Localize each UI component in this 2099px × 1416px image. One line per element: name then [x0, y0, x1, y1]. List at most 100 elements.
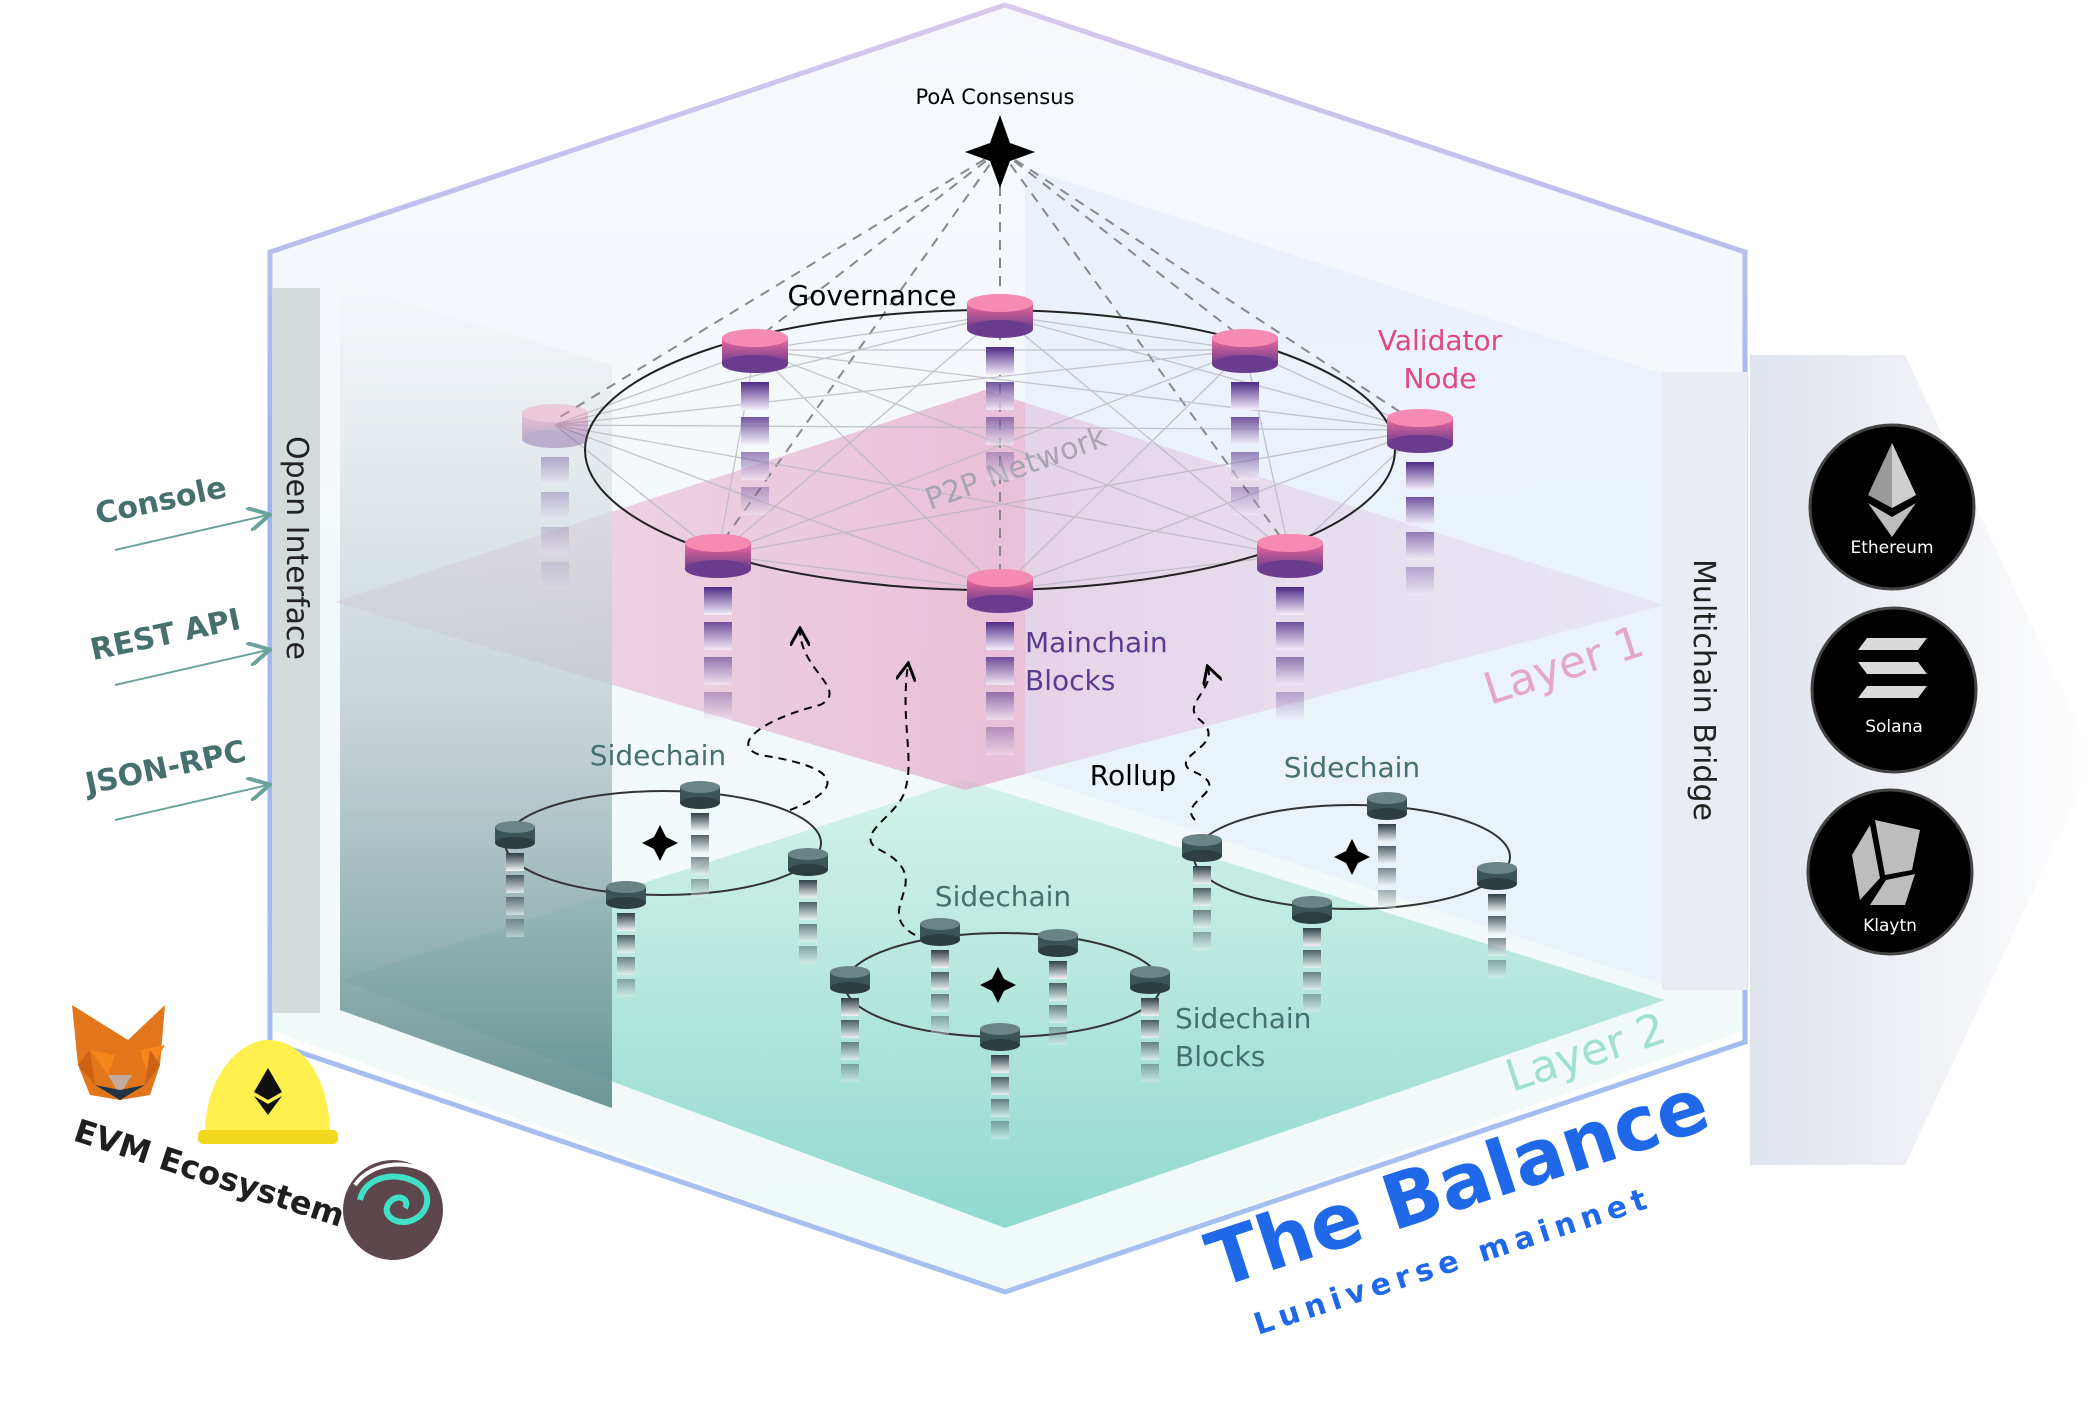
mainchain-block — [741, 487, 769, 515]
mainchain-block — [1406, 462, 1434, 490]
mainchain-block — [1231, 382, 1259, 410]
sidechain-block — [1049, 983, 1067, 1001]
sidechain-blocks-label-1: Sidechain — [1175, 1002, 1311, 1035]
bridge-klaytn[interactable]: Klaytn — [1806, 788, 1974, 956]
mainchain-block — [986, 382, 1014, 410]
sidechain-block — [931, 950, 949, 968]
sidechain-left-label: Sidechain — [590, 739, 726, 772]
bridge-ethereum[interactable]: Ethereum — [1808, 423, 1976, 591]
sidechain-block — [691, 835, 709, 853]
mainchain-block — [986, 622, 1014, 650]
sidechain-node — [1038, 929, 1078, 1045]
mainchain-block — [1406, 567, 1434, 595]
sidechain-block — [1141, 1064, 1159, 1082]
sidechain-block — [506, 919, 524, 937]
multichain-bridge-bar — [1662, 372, 1747, 990]
sidechain-block — [1488, 938, 1506, 956]
mainchain-blocks-label-2: Blocks — [1025, 664, 1115, 697]
interface-json-rpc[interactable]: JSON-RPC — [80, 734, 268, 821]
mainchain-block — [1276, 657, 1304, 685]
sidechain-block — [1193, 932, 1211, 950]
sidechain-right-label: Sidechain — [1284, 751, 1420, 784]
sidechain-node — [606, 881, 646, 997]
sidechain-node — [1182, 834, 1222, 950]
mainchain-block — [1276, 692, 1304, 720]
validator-node — [967, 569, 1033, 755]
sidechain-block — [1303, 928, 1321, 946]
sidechain-block — [841, 1042, 859, 1060]
sidechain-block — [1049, 1027, 1067, 1045]
sidechain-block — [1378, 890, 1396, 908]
mainchain-block — [704, 692, 732, 720]
sidechain-block — [931, 994, 949, 1012]
sidechain-block — [841, 1064, 859, 1082]
sidechain-block — [617, 913, 635, 931]
mainchain-block — [1231, 417, 1259, 445]
mainchain-block — [1276, 622, 1304, 650]
sidechain-block — [1488, 894, 1506, 912]
sidechain-block — [991, 1099, 1009, 1117]
validator-node — [1212, 329, 1278, 515]
sidechain-block — [1303, 972, 1321, 990]
sidechain-block — [691, 879, 709, 897]
sidechain-block — [1141, 998, 1159, 1016]
mainchain-block — [986, 417, 1014, 445]
sidechain-node — [980, 1023, 1020, 1139]
validator-node-label-2: Node — [1403, 362, 1476, 395]
truffle-icon — [343, 1160, 443, 1260]
interface-rest-api[interactable]: REST API — [87, 602, 268, 686]
mainchain-block — [1406, 497, 1434, 525]
svg-text:Klaytn: Klaytn — [1863, 916, 1917, 936]
sidechain-consensus-star-icon — [1334, 839, 1370, 875]
svg-text:Solana: Solana — [1865, 717, 1923, 737]
sidechain-ring — [495, 781, 828, 997]
solana-icon — [1858, 638, 1927, 698]
sidechain-block — [1378, 824, 1396, 842]
sidechain-center-label: Sidechain — [935, 880, 1071, 913]
validator-node — [522, 404, 588, 590]
mainchain-blocks-label-1: Mainchain — [1025, 626, 1168, 659]
mainchain-block — [541, 527, 569, 555]
sidechain-node — [920, 918, 960, 1034]
sidechains — [495, 781, 1517, 1139]
svg-text:JSON-RPC: JSON-RPC — [80, 734, 249, 803]
interface-console[interactable]: Console — [92, 470, 268, 551]
validator-node — [685, 534, 751, 720]
sidechain-block — [1193, 910, 1211, 928]
open-interface-bar — [272, 288, 320, 1013]
bridge-solana[interactable]: Solana — [1810, 606, 1978, 774]
sidechain-block — [1049, 1005, 1067, 1023]
sidechain-node — [1477, 862, 1517, 978]
mainchain-block — [741, 452, 769, 480]
open-interface-label: Open Interface — [279, 436, 314, 660]
validator-node-label-1: Validator — [1378, 324, 1503, 357]
sidechain-block — [1378, 846, 1396, 864]
sidechain-block — [617, 979, 635, 997]
hardhat-icon — [198, 1040, 338, 1144]
mainchain-block — [986, 727, 1014, 755]
sidechain-block — [841, 998, 859, 1016]
mainchain-block — [986, 347, 1014, 375]
sidechain-consensus-star-icon — [980, 967, 1016, 1003]
sidechain-block — [1303, 950, 1321, 968]
layer2-plane — [340, 780, 1665, 1228]
mainchain-block — [986, 452, 1014, 480]
mainchain-block — [704, 622, 732, 650]
sidechain-block — [1303, 994, 1321, 1012]
sidechain-block — [931, 972, 949, 990]
sidechain-node — [680, 781, 720, 897]
sidechain-node — [1130, 966, 1170, 1082]
sidechain-block — [799, 946, 817, 964]
sidechain-block — [1488, 960, 1506, 978]
sidechain-block — [691, 813, 709, 831]
mainchain-block — [541, 562, 569, 590]
sidechain-ring — [1182, 792, 1517, 1012]
mainchain-block — [541, 492, 569, 520]
svg-text:Ethereum: Ethereum — [1850, 538, 1933, 558]
sidechain-block — [799, 902, 817, 920]
sidechain-block — [991, 1055, 1009, 1073]
mainchain-block — [704, 657, 732, 685]
mainchain-block — [1406, 532, 1434, 560]
rollup-label: Rollup — [1090, 759, 1176, 792]
